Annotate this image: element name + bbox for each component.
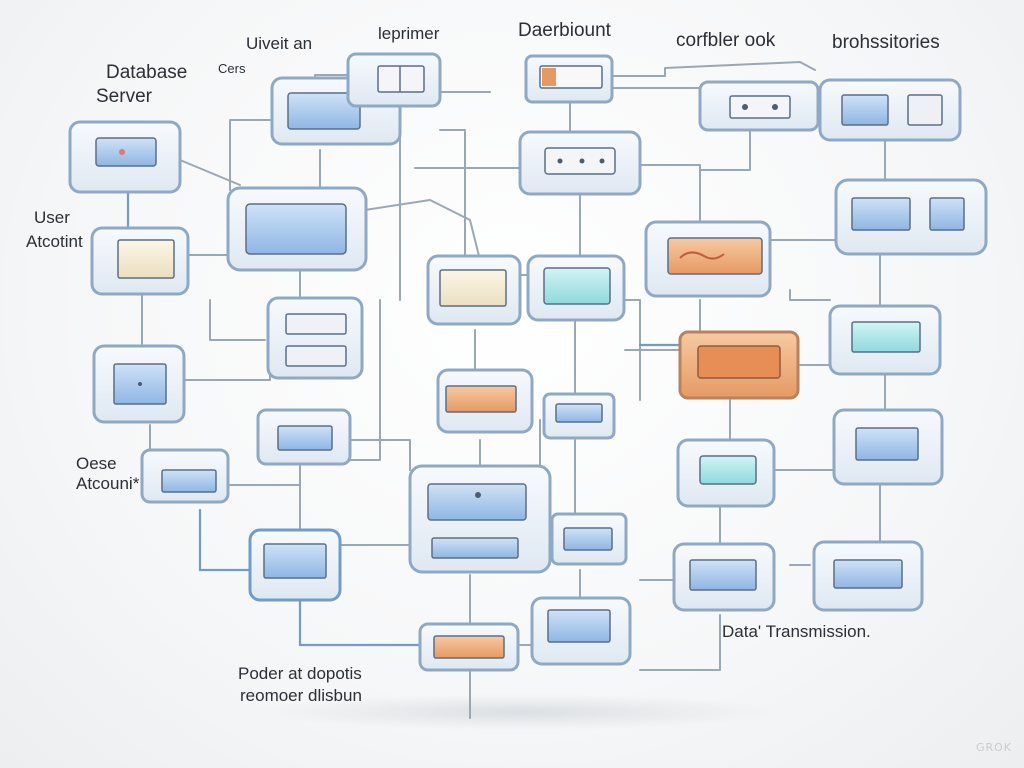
node-n5[interactable] [698, 80, 820, 132]
node-n11[interactable] [526, 254, 626, 322]
label-uiveit-an: Uiveit an [246, 34, 313, 53]
node-n24[interactable] [408, 464, 552, 574]
label-leprimer: leprimer [378, 24, 440, 43]
label-user-account-1: User [34, 208, 70, 227]
node-n17[interactable] [678, 330, 800, 400]
node-n25[interactable] [550, 512, 628, 566]
node-n9[interactable] [90, 226, 190, 296]
node-n7[interactable] [818, 78, 962, 142]
node-n14[interactable] [266, 296, 364, 380]
node-n16[interactable] [828, 304, 942, 376]
node-n26[interactable] [248, 528, 342, 602]
label-corfbler-ook: corfbler ook [676, 30, 776, 51]
node-n1[interactable] [68, 120, 182, 194]
node-n23[interactable] [140, 448, 230, 504]
node-n21[interactable] [676, 438, 776, 508]
watermark-logo: GROK [975, 741, 1012, 754]
node-n6[interactable] [518, 130, 642, 196]
node-n4[interactable] [524, 54, 614, 104]
node-n12[interactable] [644, 220, 772, 298]
node-n22[interactable] [832, 408, 944, 486]
device-nodes [68, 52, 988, 672]
label-brohssitories: brohssitories [832, 32, 940, 53]
node-n18[interactable] [436, 368, 534, 434]
node-n28[interactable] [418, 622, 520, 672]
node-n10[interactable] [426, 254, 522, 326]
label-database-server-2: Server [96, 86, 152, 107]
node-n13[interactable] [834, 178, 988, 256]
node-n29[interactable] [530, 596, 632, 666]
node-n27[interactable] [672, 542, 776, 612]
label-daerbiount: Daerbiount [518, 20, 611, 41]
label-oese-account-2: Atcouni* [76, 474, 140, 493]
label-cers: Cers [218, 61, 246, 76]
node-n3[interactable] [346, 52, 442, 108]
node-n20[interactable] [256, 408, 352, 466]
node-n15[interactable] [92, 344, 186, 424]
label-user-account-2: Atcotint [26, 232, 83, 251]
node-n8[interactable] [226, 186, 368, 272]
node-n19[interactable] [542, 392, 616, 440]
label-oese-account-1: Oese [76, 454, 117, 473]
label-data-transmission: Data' Transmission. [722, 622, 871, 641]
node-right-bottom[interactable] [812, 540, 924, 612]
label-poder-2: reomoer dlisbun [240, 686, 362, 705]
label-poder-1: Poder at dopotis [238, 664, 362, 683]
label-database-server-1: Database [106, 62, 188, 83]
